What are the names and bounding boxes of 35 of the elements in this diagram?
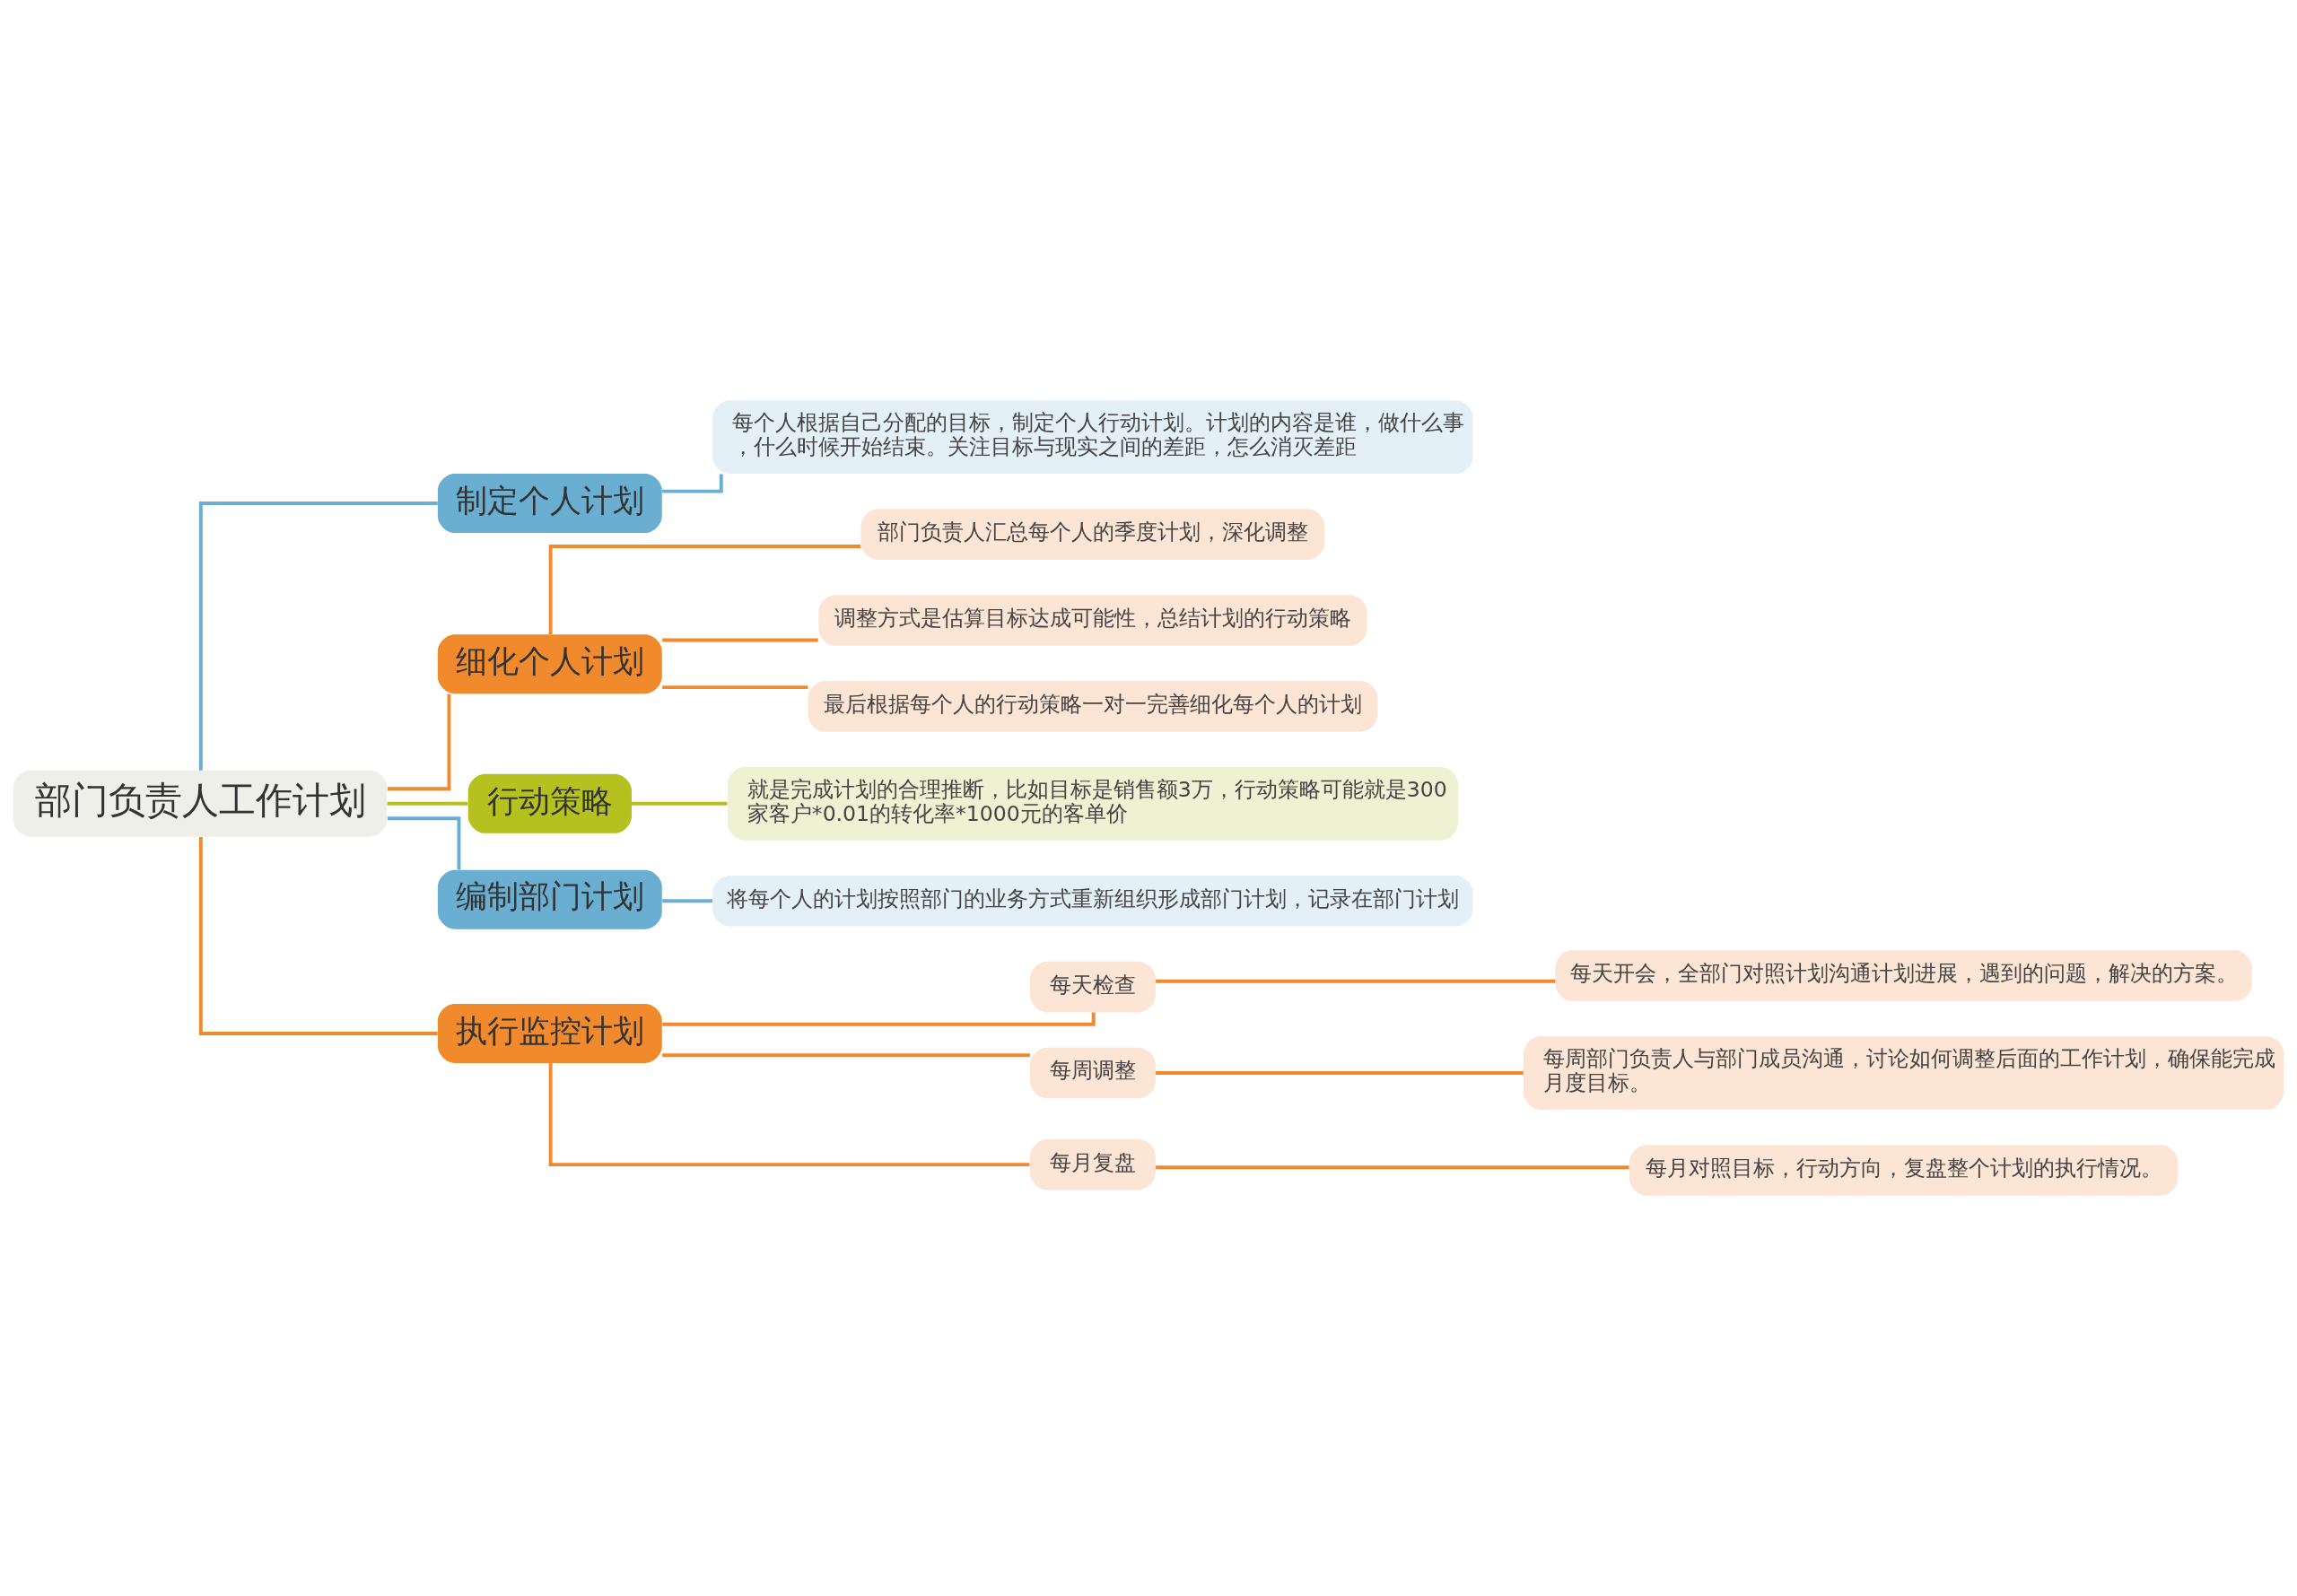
connector	[1156, 1071, 1524, 1075]
connector	[198, 837, 438, 1035]
connector	[1156, 1165, 1629, 1170]
node-box: 部门负责人汇总每个人的季度计划，深化调整	[860, 509, 1325, 560]
connector	[387, 801, 468, 806]
connector	[548, 545, 860, 635]
node-box: 行动策略	[467, 773, 632, 833]
node-box: 执行监控计划	[437, 1003, 662, 1063]
connector	[387, 693, 451, 791]
node-box: 每天检查	[1030, 961, 1156, 1013]
node-box: 将每个人的计划按照部门的业务方式重新组织形成部门计划，记录在部门计划	[712, 875, 1473, 927]
connector	[198, 501, 438, 771]
connector	[662, 899, 712, 903]
connector	[662, 685, 808, 690]
connector	[632, 801, 728, 806]
connector	[662, 1012, 1096, 1026]
connector	[1156, 979, 1556, 983]
node-box: 每周调整	[1030, 1047, 1156, 1099]
node-box: 最后根据每个人的行动策略一对一完善细化每个人的计划	[808, 681, 1378, 732]
connector	[548, 1063, 1030, 1167]
connector	[387, 816, 461, 870]
connector	[662, 474, 723, 493]
node-box: 制定个人计划	[437, 474, 662, 533]
connector	[662, 1053, 1030, 1058]
node-box: 调整方式是估算目标达成可能性，总结计划的行动策略	[818, 595, 1367, 646]
node-box: 细化个人计划	[437, 634, 662, 694]
node-box: 每天开会，全部门对照计划沟通计划进展，遇到的问题，解决的方案。	[1555, 950, 2252, 1001]
node-box: 每周部门负责人与部门成员沟通，讨论如何调整后面的工作计划，确保能完成月度目标。	[1524, 1036, 2284, 1110]
node-box: 编制部门计划	[437, 869, 662, 929]
node-box: 每月对照目标，行动方向，复盘整个计划的执行情况。	[1629, 1145, 2179, 1196]
node-box: 每月复盘	[1030, 1138, 1156, 1190]
node-box: 就是完成计划的合理推断，比如目标是销售额3万，行动策略可能就是300家客户*0.01的转化率*1000元的客单价	[727, 766, 1458, 841]
connector	[662, 638, 818, 642]
node-box: 每个人根据自己分配的目标，制定个人行动计划。计划的内容是谁，做什么事，什么时候开始结束。关注目标与现实之间的差距，怎么消灭差距	[712, 400, 1473, 474]
node-box: 部门负责人工作计划	[13, 770, 388, 837]
